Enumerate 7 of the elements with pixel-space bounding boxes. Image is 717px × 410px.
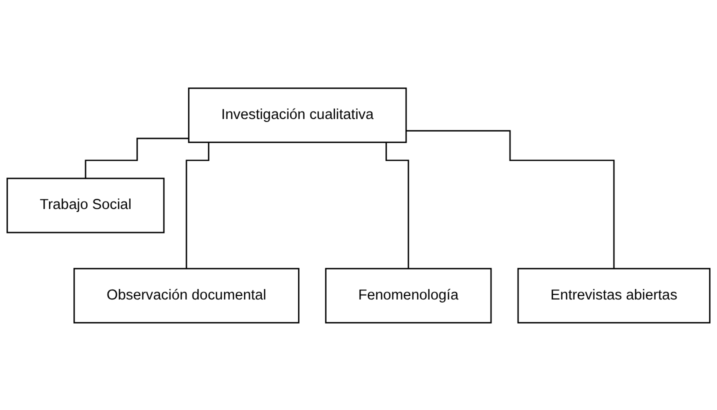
node-box: Investigación cualitativa	[188, 87, 407, 143]
connector	[406, 130, 615, 269]
node-box: Trabajo Social	[6, 177, 165, 233]
node-box: Entrevistas abiertas	[517, 267, 710, 323]
connector	[84, 137, 189, 179]
node-box: Observación documental	[73, 267, 300, 323]
node-box: Fenomenología	[325, 267, 492, 323]
